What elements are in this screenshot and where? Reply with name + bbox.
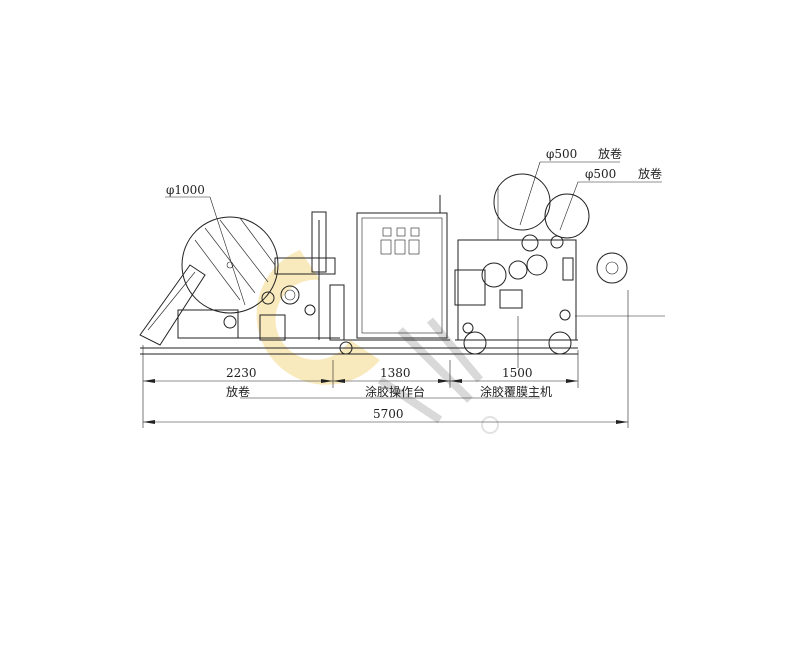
laminating-main-machine bbox=[454, 173, 665, 368]
unwind-stand bbox=[139, 211, 336, 346]
callout-second-unwind: φ500 放卷 bbox=[559, 166, 662, 231]
dim-unwind-label: 放卷 bbox=[226, 384, 250, 399]
main-unwind-roll bbox=[181, 216, 279, 314]
top-unwind-diameter: φ500 bbox=[546, 147, 577, 161]
dim-coating-table-length: 1380 bbox=[380, 366, 411, 380]
coating-control-cabinet bbox=[329, 195, 448, 355]
top-unwind-label: 放卷 bbox=[598, 146, 622, 161]
main-unwind-diameter: φ1000 bbox=[166, 183, 205, 197]
callout-main-unwind: φ1000 bbox=[165, 183, 246, 306]
second-unwind-label: 放卷 bbox=[638, 166, 662, 181]
dim-coating-table-label: 涂胶操作台 bbox=[365, 384, 425, 399]
second-unwind-roll bbox=[544, 193, 590, 239]
dim-total-length: 5700 bbox=[373, 407, 404, 421]
callout-top-unwind: φ500 放卷 bbox=[519, 146, 622, 226]
dim-unwind-length: 2230 bbox=[226, 366, 257, 380]
top-unwind-roll bbox=[493, 173, 551, 231]
dim-main-machine-label: 涂胶覆膜主机 bbox=[480, 384, 552, 399]
second-unwind-diameter: φ500 bbox=[585, 167, 616, 181]
watermark-logo bbox=[256, 250, 499, 434]
dim-main-machine-length: 1500 bbox=[502, 366, 533, 380]
dimension-lines bbox=[142, 290, 629, 428]
